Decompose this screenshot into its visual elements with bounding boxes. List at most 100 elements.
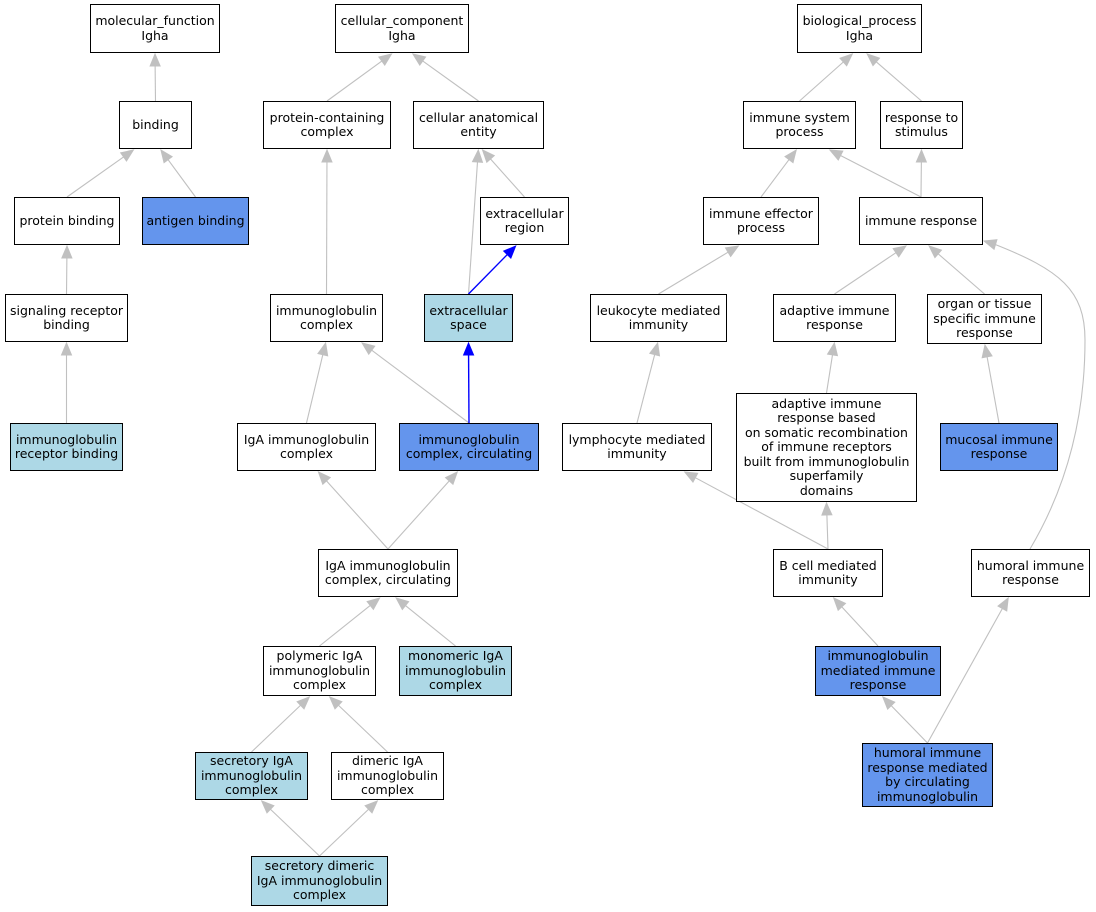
edge-arrowhead <box>648 341 661 357</box>
edge-immunoglobulin-mediated-immune-response-to-b-cell-mediated-immunity <box>832 597 879 647</box>
node-label: immune system process <box>749 109 850 139</box>
edge-arrowhead <box>411 53 427 66</box>
node-label: organ or tissue specific immune response <box>933 296 1036 341</box>
node-label: cellular anatomical entity <box>418 109 539 139</box>
node-label: immune response <box>864 212 978 228</box>
edge-immunoglobulin-complex-to-protein-containing-complex <box>321 148 333 295</box>
node-secretory-dimeric-iga-complex[interactable]: secretory dimeric IgA immunoglobulin com… <box>251 856 388 906</box>
node-iga-complex-circulating[interactable]: IgA immunoglobulin complex, circulating <box>318 549 458 597</box>
edge-arrowhead <box>149 52 161 67</box>
node-iga-immunoglobulin-complex[interactable]: IgA immunoglobulin complex <box>237 423 376 471</box>
edge-line <box>422 60 479 102</box>
edge-protein-containing-complex-to-cc-root <box>326 53 393 102</box>
node-label: extracellular space <box>429 302 508 332</box>
node-adaptive-immune-response-somatic[interactable]: adaptive immune response based on somati… <box>736 393 917 502</box>
node-label: immunoglobulin complex <box>275 302 378 332</box>
node-cellular-anatomical-entity[interactable]: cellular anatomical entity <box>413 101 544 149</box>
node-leukocyte-mediated-immunity[interactable]: leukocyte mediated immunity <box>590 294 727 342</box>
node-response-to-stimulus[interactable]: response to stimulus <box>880 101 963 149</box>
edge-organ-specific-immune-response-to-immune-response <box>928 245 985 295</box>
edge-arrowhead <box>881 696 896 710</box>
node-antigen-binding[interactable]: antigen binding <box>142 197 249 245</box>
node-immune-response[interactable]: immune response <box>859 197 983 245</box>
node-immune-effector-process[interactable]: immune effector process <box>703 197 819 245</box>
edge-humoral-immune-response-to-immune-response <box>982 239 1086 550</box>
node-mf-root[interactable]: molecular_function Igha <box>90 4 220 53</box>
edge-antigen-binding-to-binding <box>160 148 196 198</box>
edge-extracellular-region-to-cellular-anatomical-entity <box>481 149 525 198</box>
edge-line <box>405 605 456 647</box>
node-extracellular-space[interactable]: extracellular space <box>424 294 513 342</box>
node-immunoglobulin-complex-circulating[interactable]: immunoglobulin complex, circulating <box>399 423 539 471</box>
node-immunoglobulin-mediated-immune-response[interactable]: immunoglobulin mediated immune response <box>815 646 941 696</box>
node-extracellular-region[interactable]: extracellular region <box>480 197 569 245</box>
edge-arrowhead <box>364 800 379 814</box>
edge-arrowhead <box>826 341 839 357</box>
node-label: mucosal immune response <box>945 431 1053 461</box>
node-signaling-receptor-binding[interactable]: signaling receptor binding <box>5 294 128 342</box>
node-immunoglobulin-receptor-binding[interactable]: immunoglobulin receptor binding <box>10 423 123 471</box>
node-lymphocyte-mediated-immunity[interactable]: lymphocyte mediated immunity <box>562 423 712 471</box>
node-monomeric-iga-complex[interactable]: monomeric IgA immunoglobulin complex <box>399 646 512 696</box>
edge-humoral-response-circulating-ig-to-immunoglobulin-mediated-immune-response <box>881 696 928 744</box>
edge-immune-response-to-response-to-stimulus <box>915 148 928 198</box>
node-label: humoral immune response <box>976 557 1085 587</box>
edge-arrowhead <box>366 597 381 611</box>
edge-arrowhead <box>160 148 174 164</box>
node-binding[interactable]: binding <box>119 101 192 149</box>
edge-arrowhead <box>928 245 943 259</box>
node-immunoglobulin-complex[interactable]: immunoglobulin complex <box>270 294 383 342</box>
node-label: B cell mediated immunity <box>779 557 877 587</box>
edge-line <box>371 349 470 424</box>
node-label: secretory IgA immunoglobulin complex <box>200 753 303 798</box>
node-cc-root[interactable]: cellular_component Igha <box>335 4 469 53</box>
edge-secretory-iga-complex-to-polymeric-iga-complex <box>251 696 311 753</box>
node-secretory-iga-complex[interactable]: secretory IgA immunoglobulin complex <box>195 752 308 800</box>
edge-protein-binding-to-binding <box>66 149 135 198</box>
node-organ-specific-immune-response[interactable]: organ or tissue specific immune response <box>927 294 1042 344</box>
node-bp-root[interactable]: biological_process Igha <box>797 4 922 53</box>
edge-binding-to-mf-root <box>149 52 161 102</box>
edge-cellular-anatomical-entity-to-cc-root <box>411 53 479 102</box>
node-label: biological_process Igha <box>802 13 917 43</box>
edge-lymphocyte-mediated-immunity-to-leukocyte-mediated-immunity <box>636 341 661 424</box>
edge-polymeric-iga-complex-to-iga-complex-circulating <box>319 597 381 647</box>
node-label: lymphocyte mediated immunity <box>568 431 706 461</box>
edge-humoral-response-circulating-ig-to-humoral-immune-response <box>927 596 1009 744</box>
edge-line <box>305 354 324 424</box>
node-label: cellular_component Igha <box>340 13 464 43</box>
edge-line <box>636 354 656 424</box>
node-b-cell-mediated-immunity[interactable]: B cell mediated immunity <box>773 549 883 597</box>
edge-iga-immunoglobulin-complex-to-immunoglobulin-complex <box>305 341 329 424</box>
edge-line <box>695 477 829 550</box>
edge-immune-effector-process-to-immune-system-process <box>760 148 798 198</box>
edge-mucosal-immune-response-to-organ-specific-immune-response <box>981 343 1000 424</box>
node-label: binding <box>132 116 179 132</box>
edge-adaptive-immune-response-to-immune-response <box>834 245 907 295</box>
edge-arrowhead <box>724 245 740 258</box>
node-mucosal-immune-response[interactable]: mucosal immune response <box>940 423 1058 471</box>
node-label: molecular_function Igha <box>95 13 215 43</box>
node-dimeric-iga-complex[interactable]: dimeric IgA immunoglobulin complex <box>331 752 444 800</box>
edge-line <box>875 61 922 102</box>
edge-line <box>319 808 369 857</box>
edge-immunoglobulin-complex-circulating-to-extracellular-space <box>462 341 475 424</box>
edge-arrowhead <box>296 696 311 710</box>
edge-line <box>993 243 1086 550</box>
edge-arrowhead <box>892 245 907 258</box>
node-protein-containing-complex[interactable]: protein-containing complex <box>263 101 391 149</box>
node-polymeric-iga-complex[interactable]: polymeric IgA immunoglobulin complex <box>263 646 376 696</box>
edge-adaptive-immune-response-somatic-to-adaptive-immune-response <box>825 341 839 394</box>
node-humoral-response-circulating-ig[interactable]: humoral immune response mediated by circ… <box>862 743 993 807</box>
edge-line <box>658 251 729 295</box>
node-adaptive-immune-response[interactable]: adaptive immune response <box>773 294 896 342</box>
node-label: immune effector process <box>709 205 813 235</box>
node-label: IgA immunoglobulin complex <box>243 431 370 461</box>
edge-extracellular-space-to-extracellular-region <box>468 245 517 295</box>
edge-dimeric-iga-complex-to-polymeric-iga-complex <box>328 696 388 753</box>
node-humoral-immune-response[interactable]: humoral immune response <box>971 549 1090 597</box>
node-immune-system-process[interactable]: immune system process <box>743 101 856 149</box>
node-protein-binding[interactable]: protein binding <box>14 197 120 245</box>
